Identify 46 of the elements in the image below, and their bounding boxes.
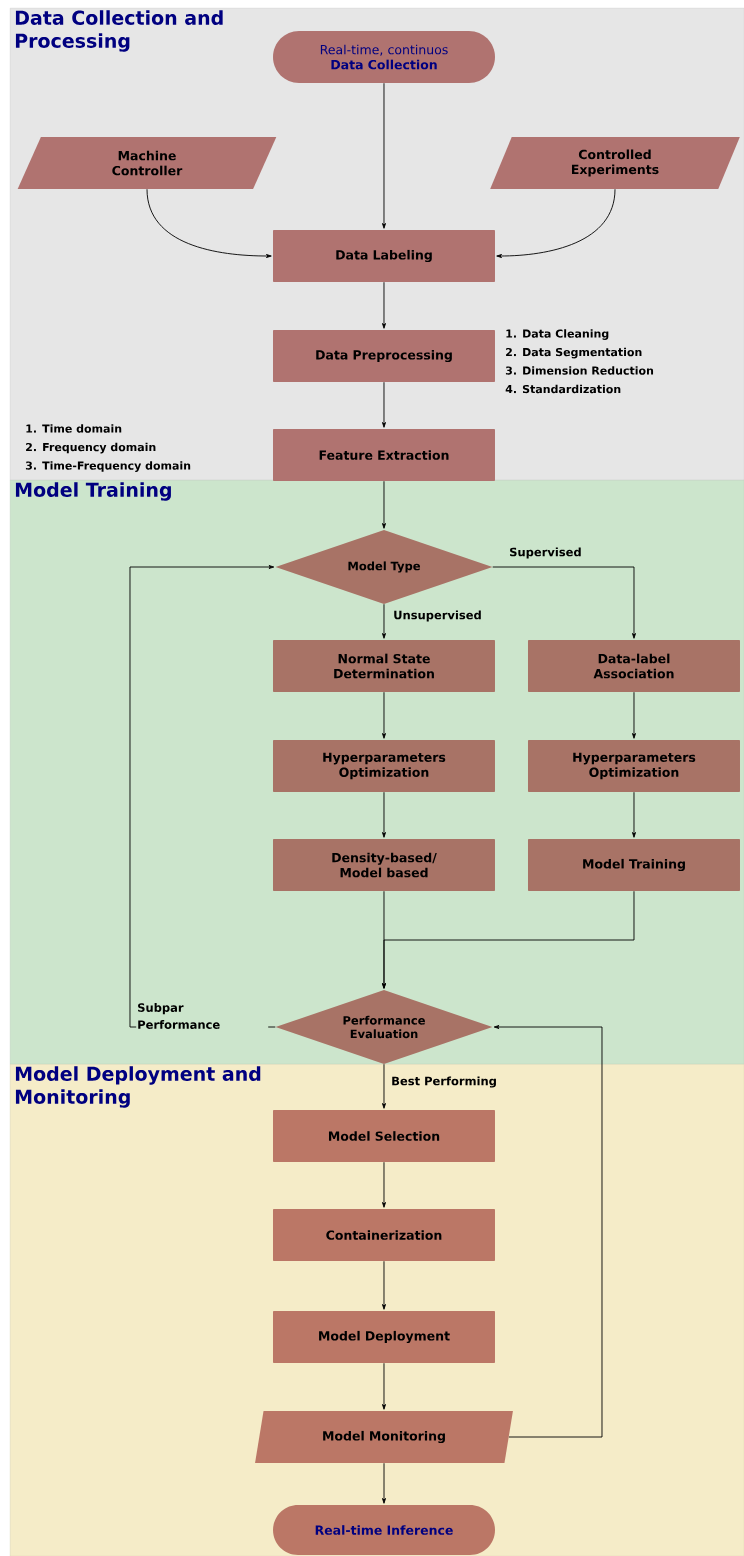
process-box: Feature Extraction <box>273 429 495 481</box>
arrow <box>493 1025 603 1438</box>
arrow <box>632 791 636 838</box>
arrow <box>382 381 386 428</box>
process-box: Data-label Association <box>528 640 740 692</box>
process-box: Hyperparameters Optimization <box>528 740 740 792</box>
arrow <box>382 791 386 838</box>
process-box: Model Training <box>528 839 740 891</box>
input-parallelogram: Controlled Experiments <box>490 137 740 189</box>
node-label: 4. Standardization <box>505 384 621 394</box>
terminal-pill: Real-time, continuos Data Collection <box>273 31 495 83</box>
arrow <box>496 188 616 258</box>
process-box: Containerization <box>273 1209 495 1261</box>
step-list: 1. Data Cleaning 2. Data Segmentation 3. Dimension Reduction 4. Standardization <box>505 329 654 394</box>
node-label: 3. Dimension Reduction <box>505 366 654 375</box>
step-list: 1. Time domain 2. Frequency domain 3. Time-Frequency domain <box>25 424 191 472</box>
node-label: 2. Data Segmentation <box>506 347 642 359</box>
edge-label: Unsupervised <box>392 609 483 623</box>
arrow <box>382 1063 386 1109</box>
edge-label: Best Performing <box>390 1075 498 1089</box>
node-label: 1. Data Cleaning <box>506 329 609 340</box>
arrow <box>382 82 386 229</box>
process-box: Data Labeling <box>273 230 495 282</box>
input-parallelogram: Machine Controller <box>17 137 277 189</box>
process-box: Data Preprocessing <box>273 330 495 382</box>
process-box: Model Deployment <box>273 1311 495 1363</box>
arrow <box>382 1260 386 1310</box>
arrow <box>382 480 386 529</box>
edge-label: Subpar Performance <box>136 1002 269 1030</box>
arrow <box>146 188 272 258</box>
input-parallelogram: Model Monitoring <box>255 1411 513 1463</box>
arrow <box>492 566 636 639</box>
process-box: Hyperparameters Optimization <box>273 740 495 792</box>
arrow <box>382 281 386 329</box>
arrow <box>632 691 636 739</box>
arrow <box>382 890 635 989</box>
arrow <box>382 691 386 739</box>
terminal-pill: Real-time Inference <box>273 1505 495 1555</box>
arrow <box>382 1362 386 1410</box>
process-box: Model Selection <box>273 1110 495 1162</box>
process-box: Density-based/ Model based <box>273 839 495 891</box>
arrow <box>382 1161 386 1208</box>
arrow <box>382 1462 386 1504</box>
arrow <box>382 603 386 639</box>
process-box: Normal State Determination <box>273 640 495 692</box>
edge-label: Supervised <box>508 546 583 560</box>
